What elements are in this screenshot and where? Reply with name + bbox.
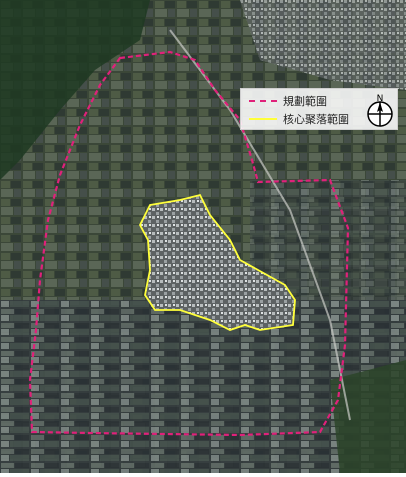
legend-item-core-settlement: 核心聚落範圍 — [249, 111, 349, 127]
forest-southeast — [330, 360, 406, 473]
legend-label: 規劃範圍 — [283, 95, 327, 108]
legend-item-planning-area: 規劃範圍 — [249, 93, 327, 109]
legend-label: 核心聚落範圍 — [283, 113, 349, 126]
core-village-texture — [140, 195, 295, 330]
solid-line-swatch — [249, 118, 277, 120]
planning-boundary — [28, 50, 350, 437]
dashed-line-swatch — [249, 100, 277, 102]
core-settlement-boundary — [138, 193, 296, 331]
urban-northeast — [240, 0, 406, 90]
north-arrow: N — [364, 92, 396, 128]
forest-area — [0, 0, 150, 180]
north-label: N — [377, 94, 384, 104]
